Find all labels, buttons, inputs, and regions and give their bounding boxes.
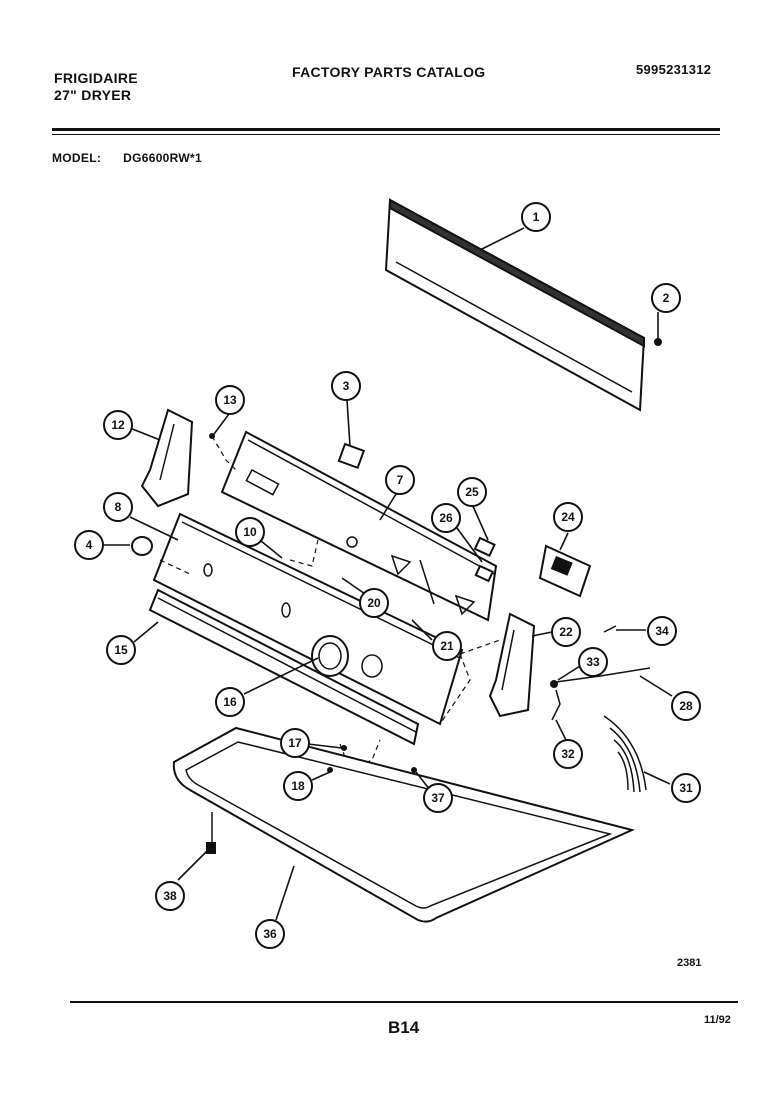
callout-20-label: 20 (367, 596, 381, 610)
callout-7: 7 (385, 465, 415, 495)
switch-part (337, 442, 366, 470)
callout-33-label: 33 (586, 655, 600, 669)
callout-21: 21 (432, 631, 462, 661)
leader-lines (103, 227, 673, 921)
model-value: DG6600RW*1 (123, 151, 202, 165)
callout-26-label: 26 (439, 511, 453, 525)
callout-1-label: 1 (533, 210, 540, 224)
callout-13: 13 (215, 385, 245, 415)
callout-15: 15 (106, 635, 136, 665)
callout-31-label: 31 (679, 781, 693, 795)
push-button-part (131, 536, 153, 556)
callout-2-label: 2 (663, 291, 670, 305)
left-end-cap (140, 408, 215, 508)
callout-7-label: 7 (397, 473, 404, 487)
footer-rule (70, 1001, 738, 1003)
callout-21-label: 21 (440, 639, 454, 653)
callout-20: 20 (359, 588, 389, 618)
callout-3-label: 3 (343, 379, 350, 393)
screw-part (206, 812, 216, 854)
wire-harness (603, 715, 647, 793)
callout-2: 2 (651, 283, 681, 313)
callout-32: 32 (553, 739, 583, 769)
rear-panel (384, 198, 662, 412)
callout-1: 1 (521, 202, 551, 232)
callout-18: 18 (283, 771, 313, 801)
callout-17-label: 17 (288, 736, 302, 750)
callout-8: 8 (103, 492, 133, 522)
catalog-title: FACTORY PARTS CATALOG (292, 64, 486, 80)
callout-4: 4 (74, 530, 104, 560)
callout-3: 3 (331, 371, 361, 401)
callout-25-label: 25 (465, 485, 479, 499)
product-name: 27" DRYER (54, 87, 132, 103)
callout-24-label: 24 (561, 510, 575, 524)
callout-31: 31 (671, 773, 701, 803)
callout-13-label: 13 (223, 393, 237, 407)
callout-34: 34 (647, 616, 677, 646)
right-end-cap (488, 612, 536, 718)
wiring-parts (550, 625, 651, 721)
callout-38: 38 (155, 881, 185, 911)
revision-date: 11/92 (704, 1014, 731, 1026)
callout-4-label: 4 (86, 538, 93, 552)
callout-8-label: 8 (115, 500, 122, 514)
callout-37-label: 37 (431, 791, 445, 805)
model-label: MODEL: (52, 151, 102, 165)
model-line: MODEL: DG6600RW*1 (52, 151, 202, 165)
callout-36-label: 36 (263, 927, 277, 941)
brand-block: FRIGIDAIRE 27" DRYER (54, 70, 138, 104)
callout-22-label: 22 (559, 625, 573, 639)
callout-12: 12 (103, 410, 133, 440)
callout-10-label: 10 (243, 525, 257, 539)
figure-number: 2381 (677, 957, 702, 969)
callout-36: 36 (255, 919, 285, 949)
switch-module (538, 544, 592, 598)
callout-28-label: 28 (679, 699, 693, 713)
callout-17: 17 (280, 728, 310, 758)
catalog-number: 5995231312 (636, 62, 712, 77)
callout-15-label: 15 (114, 643, 128, 657)
callout-38-label: 38 (163, 889, 177, 903)
callout-28: 28 (671, 691, 701, 721)
bracket-part (473, 536, 496, 583)
lower-trim (148, 588, 420, 746)
callout-26: 26 (431, 503, 461, 533)
page-number: B14 (388, 1018, 420, 1037)
control-console (220, 430, 498, 622)
timer-dial (311, 635, 383, 678)
callout-32-label: 32 (561, 747, 575, 761)
callout-16-label: 16 (223, 695, 237, 709)
callout-18-label: 18 (291, 779, 305, 793)
callout-33: 33 (578, 647, 608, 677)
brand-name: FRIGIDAIRE (54, 70, 138, 86)
callout-34-label: 34 (655, 624, 669, 638)
callout-12-label: 12 (111, 418, 125, 432)
callout-10: 10 (235, 517, 265, 547)
callout-37: 37 (423, 783, 453, 813)
header-rule-thin (52, 134, 720, 135)
header-rule (52, 128, 720, 131)
callout-22: 22 (551, 617, 581, 647)
callout-16: 16 (215, 687, 245, 717)
callout-24: 24 (553, 502, 583, 532)
callout-25: 25 (457, 477, 487, 507)
